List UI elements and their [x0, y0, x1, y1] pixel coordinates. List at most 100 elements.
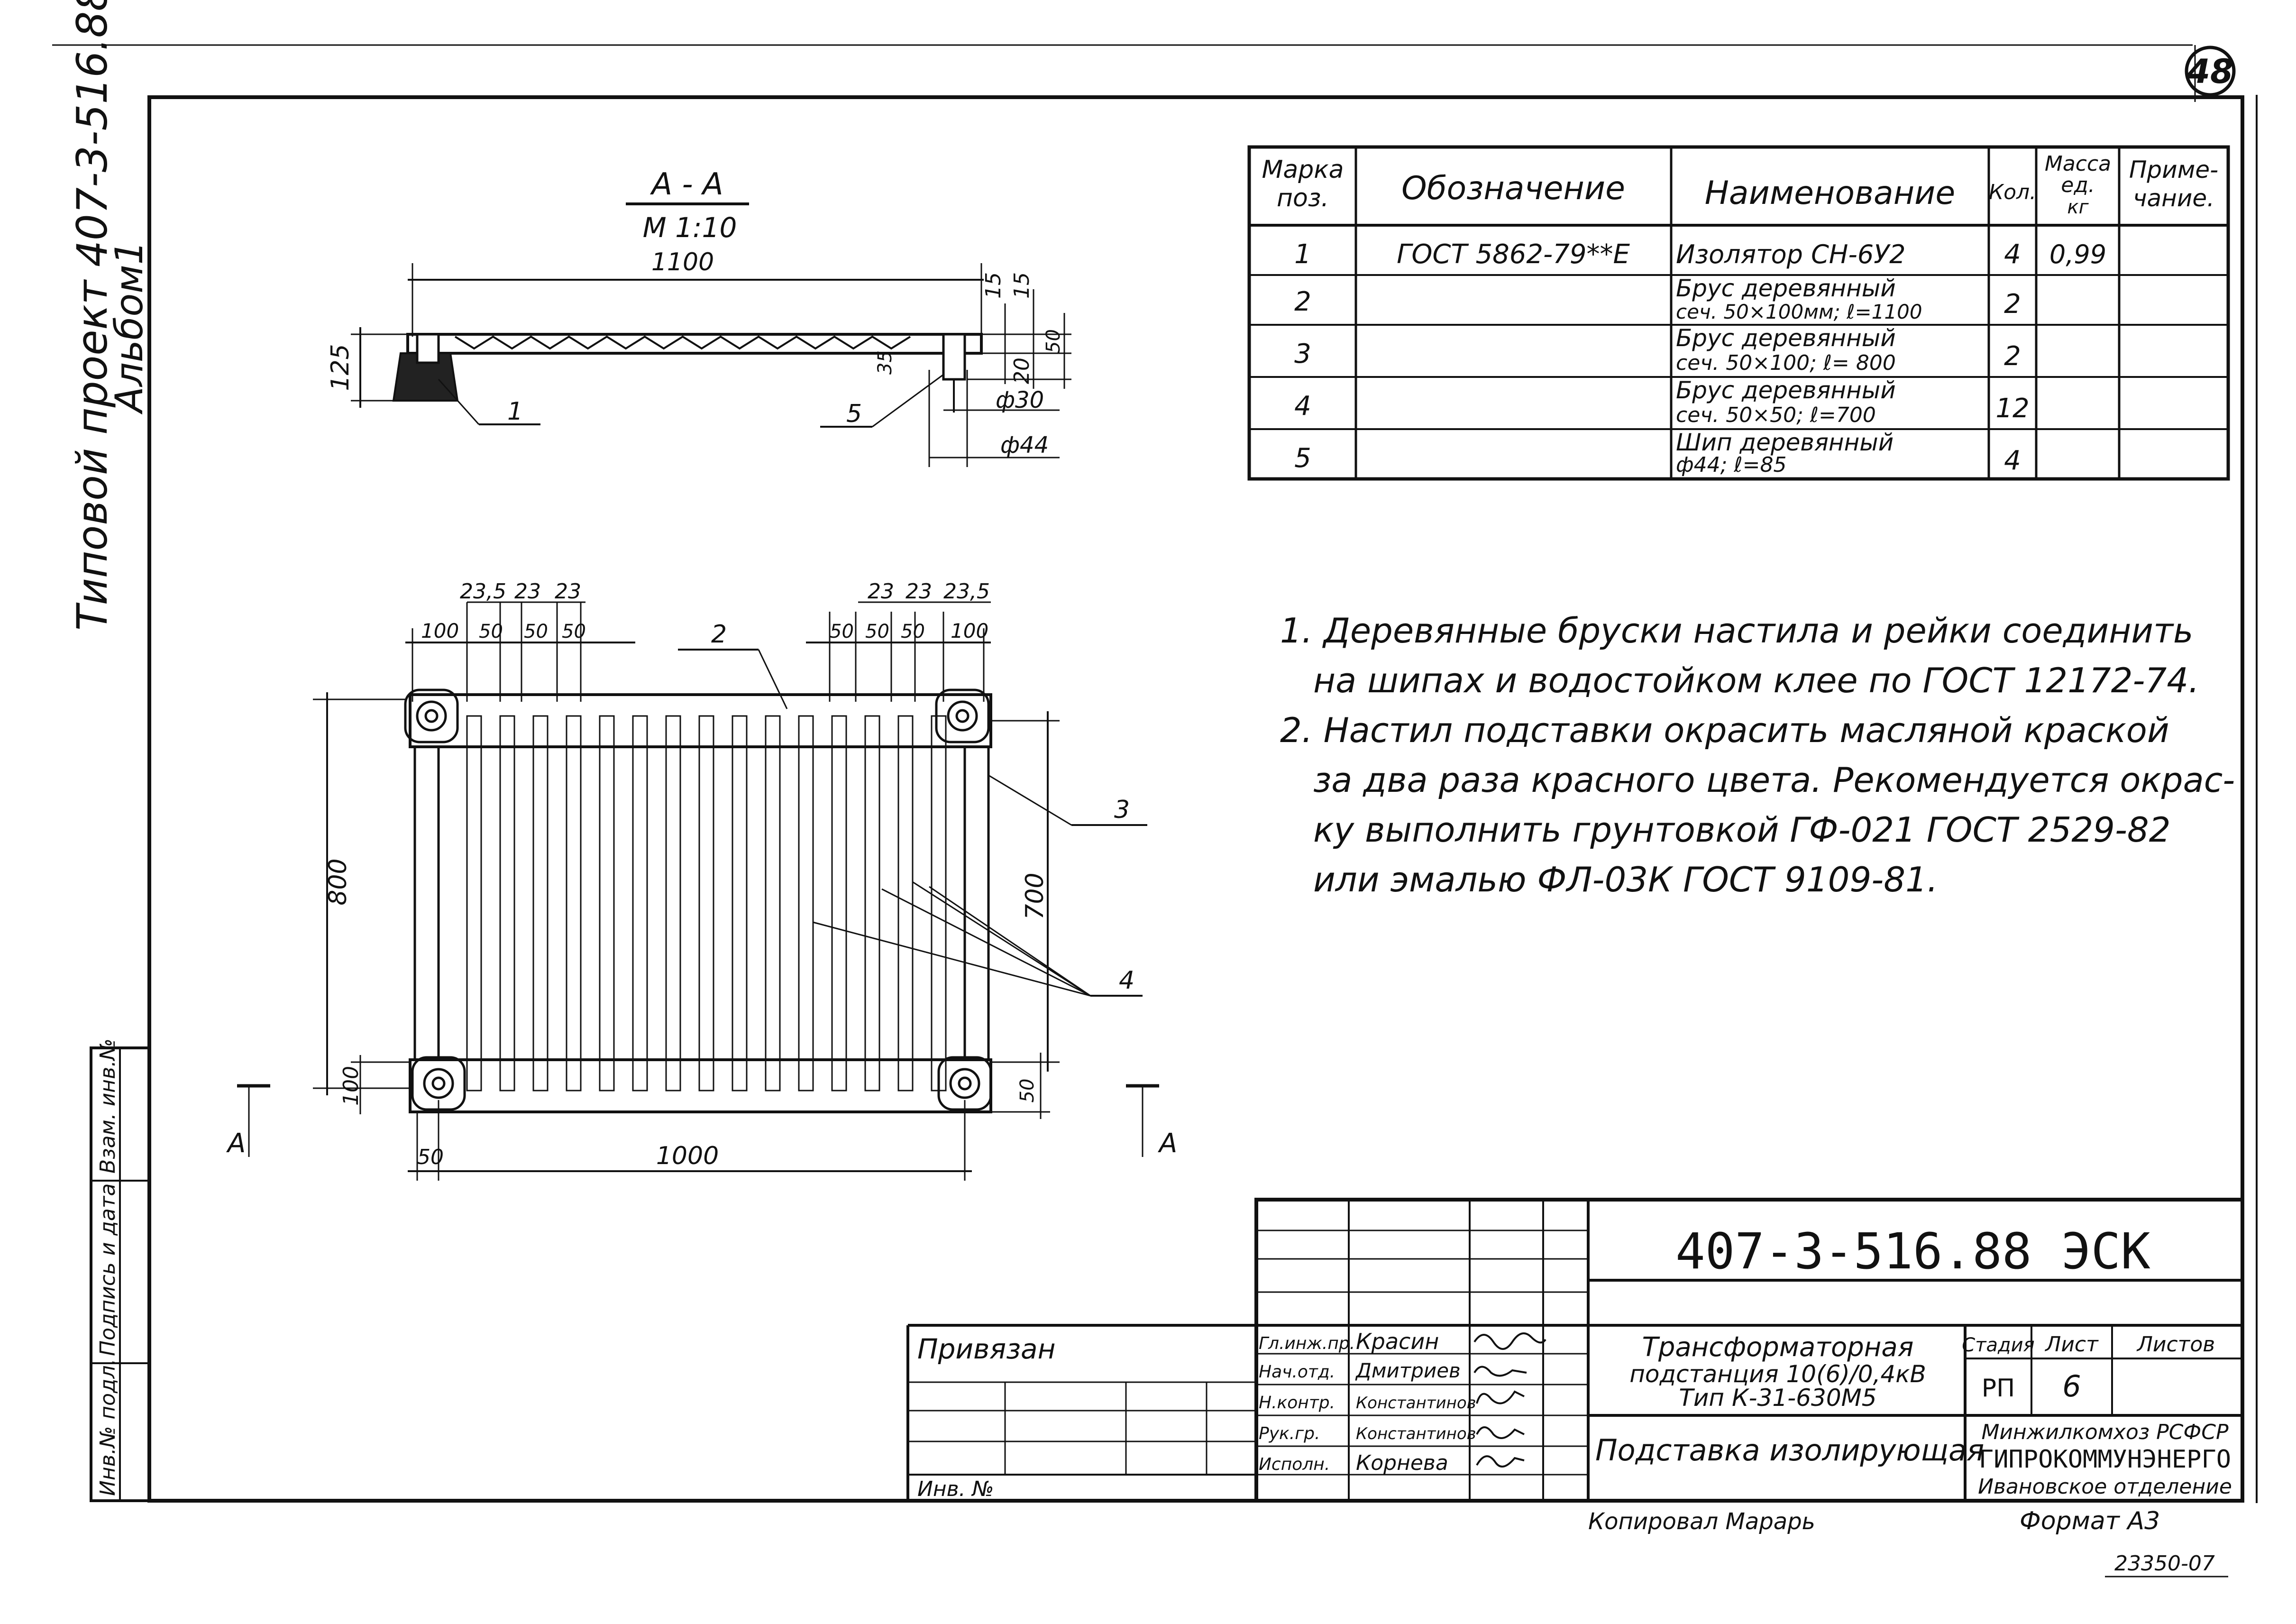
- dim-top-lw-4: 50: [562, 621, 586, 642]
- org-line-3: Ивановское отделение: [1978, 1475, 2232, 1499]
- note-line-5: ку выполнить грунтовкой ГФ-021 ГОСТ 2529…: [1313, 810, 2171, 850]
- org-line-1: Минжилкомхоз РСФСР: [1981, 1420, 2229, 1444]
- section-view-a-a: А - А М 1:10 1100 125 15 15 50 20 35: [326, 167, 1071, 467]
- dim-top-rw-1: 50: [830, 621, 854, 642]
- sheets-label: Листов: [2136, 1332, 2215, 1357]
- callout-3: 3: [1114, 796, 1130, 824]
- hdr-name: Наименование: [1705, 174, 1955, 212]
- dim-35: 35: [874, 350, 896, 375]
- row5-qty: 4: [2004, 445, 2021, 476]
- row5-name-1: Шип деревянный: [1676, 429, 1894, 456]
- row2-pos: 2: [1294, 286, 1311, 317]
- row1-name: Изолятор СН-6У2: [1676, 239, 1906, 269]
- sheet-value: 6: [2062, 1369, 2081, 1404]
- role-2: Нач.отд.: [1259, 1362, 1335, 1382]
- row4-name-2: сеч. 50×50; ℓ=700: [1676, 403, 1876, 427]
- privyazan-label: Привязан: [917, 1333, 1056, 1365]
- project-name-3: Тип К-31-630М5: [1679, 1384, 1876, 1412]
- notes-block: 1. Деревянные бруски настила и рейки сое…: [1280, 611, 2235, 899]
- dim-800: 800: [324, 858, 352, 905]
- spec-table: Марка поз. Обозначение Наименование Кол.…: [1247, 145, 2230, 481]
- role-4: Рук.гр.: [1259, 1424, 1320, 1443]
- name-3: Константинов: [1356, 1394, 1476, 1413]
- row2-qty: 2: [2004, 289, 2021, 320]
- row3-name-2: сеч. 50×100; ℓ= 800: [1676, 351, 1896, 375]
- project-name-2: подстанция 10(6)/0,4кВ: [1629, 1360, 1926, 1388]
- title-block: 407-3-516.88 ЭСК Трансформаторная подста…: [906, 1198, 2244, 1503]
- hdr-weight-1: Масса: [2045, 152, 2111, 176]
- dim-top-rw-3: 50: [901, 621, 925, 642]
- dim-125: 125: [326, 344, 355, 391]
- dim-50-right: 50: [1016, 1079, 1038, 1103]
- dim-top-r-2: 23: [906, 579, 932, 604]
- side-album-label: Альбом1: [107, 240, 151, 415]
- sheet-name: Подставка изолирующая: [1595, 1433, 1984, 1468]
- org-line-2: ГИПРОКОММУНЭНЕРГО: [1979, 1445, 2231, 1474]
- cut-label-left: А: [226, 1128, 246, 1159]
- row4-pos: 4: [1294, 391, 1311, 422]
- dim-top-r-3: 23,5: [943, 579, 990, 604]
- row3-name-1: Брус деревянный: [1676, 324, 1896, 352]
- dim-100: 100: [339, 1066, 363, 1106]
- row5-pos: 5: [1294, 443, 1311, 474]
- dim-1100: 1100: [651, 248, 714, 276]
- note-line-4: за два раза красного цвета. Рекомендуетс…: [1313, 760, 2235, 800]
- doc-code: 407-3-516.88 ЭСК: [1675, 1222, 2150, 1280]
- row1-pos: 1: [1294, 239, 1311, 270]
- left-side-stamp: Инв.№ подл. Подпись и дата Взам. инв.№: [90, 1038, 151, 1502]
- row4-qty: 12: [1995, 393, 2029, 424]
- dim-50-bottom: 50: [417, 1145, 444, 1169]
- dim-top-rw-2: 50: [865, 621, 889, 642]
- dim-15b: 15: [1010, 272, 1034, 299]
- hdr-note-2: чание.: [2133, 184, 2214, 212]
- side-project-text: Типовой проект 407-3-516.88: [68, 0, 117, 631]
- dim-15a: 15: [981, 272, 1006, 299]
- dim-1000: 1000: [656, 1142, 719, 1170]
- note-line-1: 1. Деревянные бруски настила и рейки сое…: [1280, 611, 2193, 651]
- name-4: Константинов: [1356, 1424, 1476, 1443]
- hdr-qty: Кол.: [1989, 180, 2036, 204]
- footer-copied: Копировал Марарь: [1588, 1508, 1815, 1535]
- side-project-label: Типовой проект 407-3-516.88: [68, 0, 117, 631]
- row2-name-2: сеч. 50×100мм; ℓ=1100: [1676, 300, 1922, 323]
- dim-top-l-1: 23,5: [460, 579, 506, 604]
- dim-top-lw-2: 50: [479, 621, 503, 642]
- row3-qty: 2: [2004, 341, 2021, 372]
- note-line-3: 2. Настил подставки окрасить масляной кр…: [1280, 710, 2169, 750]
- name-2: Дмитриев: [1355, 1359, 1461, 1382]
- hdr-designation: Обозначение: [1401, 170, 1625, 207]
- row1-mass: 0,99: [2049, 239, 2106, 269]
- callout-5: 5: [846, 400, 862, 428]
- note-line-6: или эмалью ФЛ-03К ГОСТ 9109-81.: [1313, 860, 1938, 899]
- cut-label-right: А: [1158, 1128, 1177, 1159]
- outer-frame: [147, 95, 2244, 1503]
- stamp-podpis: Подпись и дата: [96, 1184, 120, 1356]
- hdr-mark-1: Марка: [1262, 156, 1344, 184]
- dim-50: 50: [1043, 329, 1064, 353]
- plan-view: 23,5 23 23 100 50 50 50 23 23 23,5 50 50…: [226, 579, 1177, 1181]
- dim-phi30: ф30: [996, 387, 1044, 413]
- dim-20: 20: [1010, 358, 1034, 384]
- dim-top-lw-1: 100: [421, 619, 459, 642]
- callout-2: 2: [711, 620, 727, 649]
- inv-no-label: Инв. №: [917, 1477, 994, 1501]
- hdr-weight-3: кг: [2067, 196, 2089, 218]
- side-album-text: Альбом1: [107, 240, 151, 415]
- sheet-label: Лист: [2044, 1332, 2099, 1357]
- footer-doc-no: 23350-07: [2114, 1551, 2215, 1576]
- dim-top-lw-3: 50: [524, 621, 548, 642]
- row2-name-1: Брус деревянный: [1676, 275, 1896, 302]
- project-name-1: Трансформаторная: [1642, 1332, 1914, 1363]
- row1-qty: 4: [2004, 239, 2021, 270]
- dim-top-l-3: 23: [555, 579, 581, 604]
- dim-phi44: ф44: [1000, 432, 1049, 459]
- signatures: [1473, 1332, 1546, 1468]
- sheet-number-text: 48: [2186, 52, 2233, 91]
- sheet-number-circle: 48: [2185, 46, 2236, 97]
- row3-pos: 3: [1294, 339, 1311, 369]
- role-3: Н.контр.: [1259, 1393, 1335, 1413]
- name-1: Красин: [1356, 1329, 1439, 1354]
- stage-value: РП: [1982, 1374, 2015, 1403]
- section-scale: М 1:10: [643, 211, 737, 244]
